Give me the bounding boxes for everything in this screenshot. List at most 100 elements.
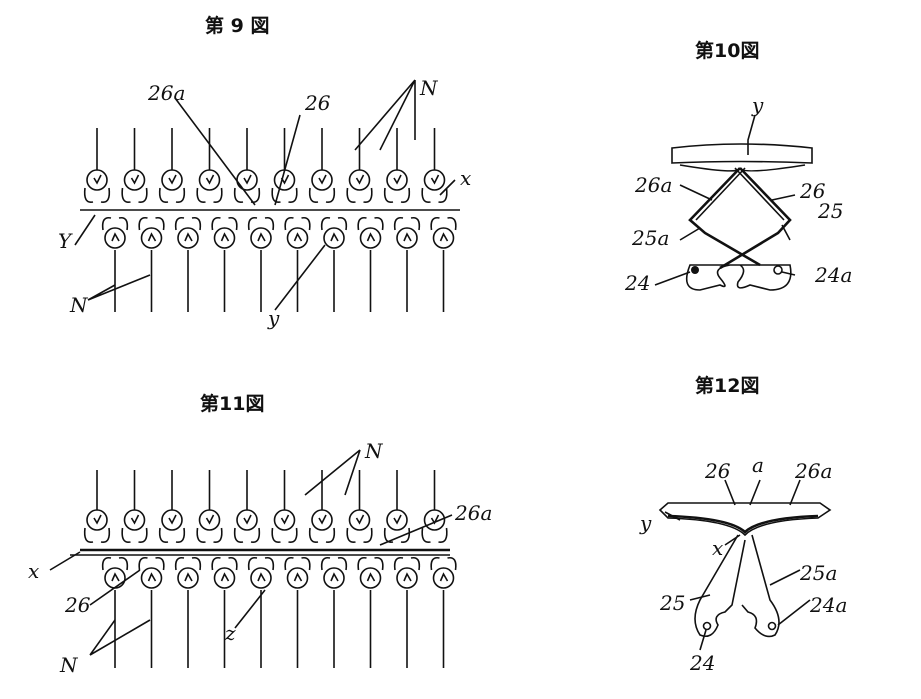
stitch-loop-top [236, 509, 258, 531]
needle-hook-bottom [257, 572, 266, 582]
yarn-interloop-bottom [211, 216, 238, 231]
needle-hook-top [168, 514, 177, 525]
yarn-interloop-top [196, 527, 223, 544]
needle-hook-top [243, 174, 252, 185]
needle-hook-bottom [403, 572, 412, 582]
stitch-loop-bottom [140, 567, 163, 589]
yarn-interloop-bottom [284, 216, 311, 231]
needle-hook-bottom [293, 232, 303, 242]
needle-hook-bottom [403, 232, 412, 242]
stitch-loop-bottom [213, 227, 236, 249]
stitch-loop-bottom [177, 567, 199, 589]
needle-hook-bottom [220, 572, 230, 582]
yarn-interloop-bottom [101, 556, 129, 571]
needle-hook-top [93, 514, 102, 525]
yarn-interloop-top [308, 187, 336, 204]
label-26a: 26a [794, 459, 832, 483]
yarn-interloop-bottom [211, 556, 238, 571]
label-26: 26 [799, 179, 826, 203]
stitch-loop-bottom [177, 227, 199, 249]
label-26: 26 [704, 459, 731, 483]
yarn-interloop-bottom [320, 556, 348, 571]
yarn-interloop-top [158, 187, 186, 204]
label-x: x [460, 166, 471, 190]
needle-hook-bottom [184, 232, 193, 242]
stitch-loop-bottom [286, 567, 309, 589]
stitch-loop-top [273, 509, 296, 531]
stitch-loop-bottom [104, 567, 126, 589]
stitch-loop-top [423, 509, 446, 531]
figure-11-knitted-structure [70, 470, 457, 668]
needle-hook-top [205, 514, 215, 525]
stitch-loop-top [311, 169, 333, 191]
needle-hook-top [280, 514, 290, 525]
label-24a: 24a [809, 593, 847, 617]
yarn-interloop-bottom [101, 216, 129, 231]
needle-hook-top [130, 514, 140, 525]
label-N-top: N [364, 439, 384, 463]
stitch-loop-top [123, 509, 146, 531]
label-25a: 25a [799, 561, 837, 585]
needle-hook-top [430, 174, 440, 185]
stitch-loop-bottom [140, 227, 163, 249]
label-26: 26 [304, 91, 331, 115]
yarn-interloop-bottom [430, 216, 457, 231]
stitch-loop-bottom [250, 567, 272, 589]
label-y: y [639, 511, 652, 535]
label-y: y [751, 93, 764, 117]
figure-10-clip-open: y 26a 26 25a 25 24 24a [624, 93, 852, 295]
label-x: x [712, 536, 723, 560]
label-24a: 24a [814, 263, 852, 287]
label-26a: 26a [147, 81, 185, 105]
yarn-interloop-top [83, 187, 111, 204]
label-25: 25 [817, 199, 843, 223]
stitch-loop-top [198, 169, 221, 191]
label-a: a [752, 453, 764, 477]
label-24: 24 [624, 271, 650, 295]
needle-hook-top [318, 514, 327, 525]
figure-9-knitted-structure [80, 128, 460, 312]
stitch-loop-bottom [359, 227, 382, 249]
stitch-loop-bottom [359, 567, 382, 589]
stitch-loop-top [311, 509, 333, 531]
needle-hook-bottom [439, 572, 449, 582]
needle-hook-top [355, 174, 365, 185]
stitch-loop-top [236, 169, 258, 191]
needle-hook-bottom [147, 232, 157, 242]
yarn-interloop-bottom [138, 556, 165, 571]
needle-hook-top [243, 514, 252, 525]
label-25a: 25a [631, 226, 669, 250]
yarn-interloop-top [233, 527, 261, 544]
yarn-interloop-top [421, 187, 448, 204]
stitch-loop-top [423, 169, 446, 191]
yarn-interloop-top [421, 527, 448, 544]
figure-11-caption: 第11図 [200, 392, 264, 415]
label-Y: Y [58, 229, 73, 253]
label-N-bottom: N [69, 293, 89, 317]
yarn-interloop-bottom [357, 216, 384, 231]
figure-10-caption: 第10図 [695, 39, 759, 62]
needle-hook-bottom [111, 232, 120, 242]
stitch-loop-top [386, 509, 408, 531]
stitch-loop-bottom [323, 567, 345, 589]
needle-hook-bottom [439, 232, 449, 242]
yarn-interloop-bottom [247, 216, 275, 231]
needle-hook-top [393, 514, 402, 525]
needle-hook-bottom [293, 572, 303, 582]
yarn-interloop-top [346, 187, 373, 204]
stitch-loop-top [386, 169, 408, 191]
label-26: 26 [64, 593, 91, 617]
stitch-loop-bottom [286, 227, 309, 249]
figure-11-labels: N 26a x 26 N z [28, 439, 492, 677]
yarn-interloop-top [121, 527, 148, 544]
label-26a: 26a [634, 173, 672, 197]
stitch-loop-bottom [396, 567, 418, 589]
figure-9-caption: 第 9 図 [205, 14, 269, 37]
yarn-interloop-bottom [393, 556, 421, 571]
yarn-interloop-top [383, 187, 411, 204]
needle-hook-bottom [257, 232, 266, 242]
yarn-interloop-top [308, 527, 336, 544]
stitch-loop-top [198, 509, 221, 531]
label-26a: 26a [454, 501, 492, 525]
label-N-bottom: N [59, 653, 79, 677]
